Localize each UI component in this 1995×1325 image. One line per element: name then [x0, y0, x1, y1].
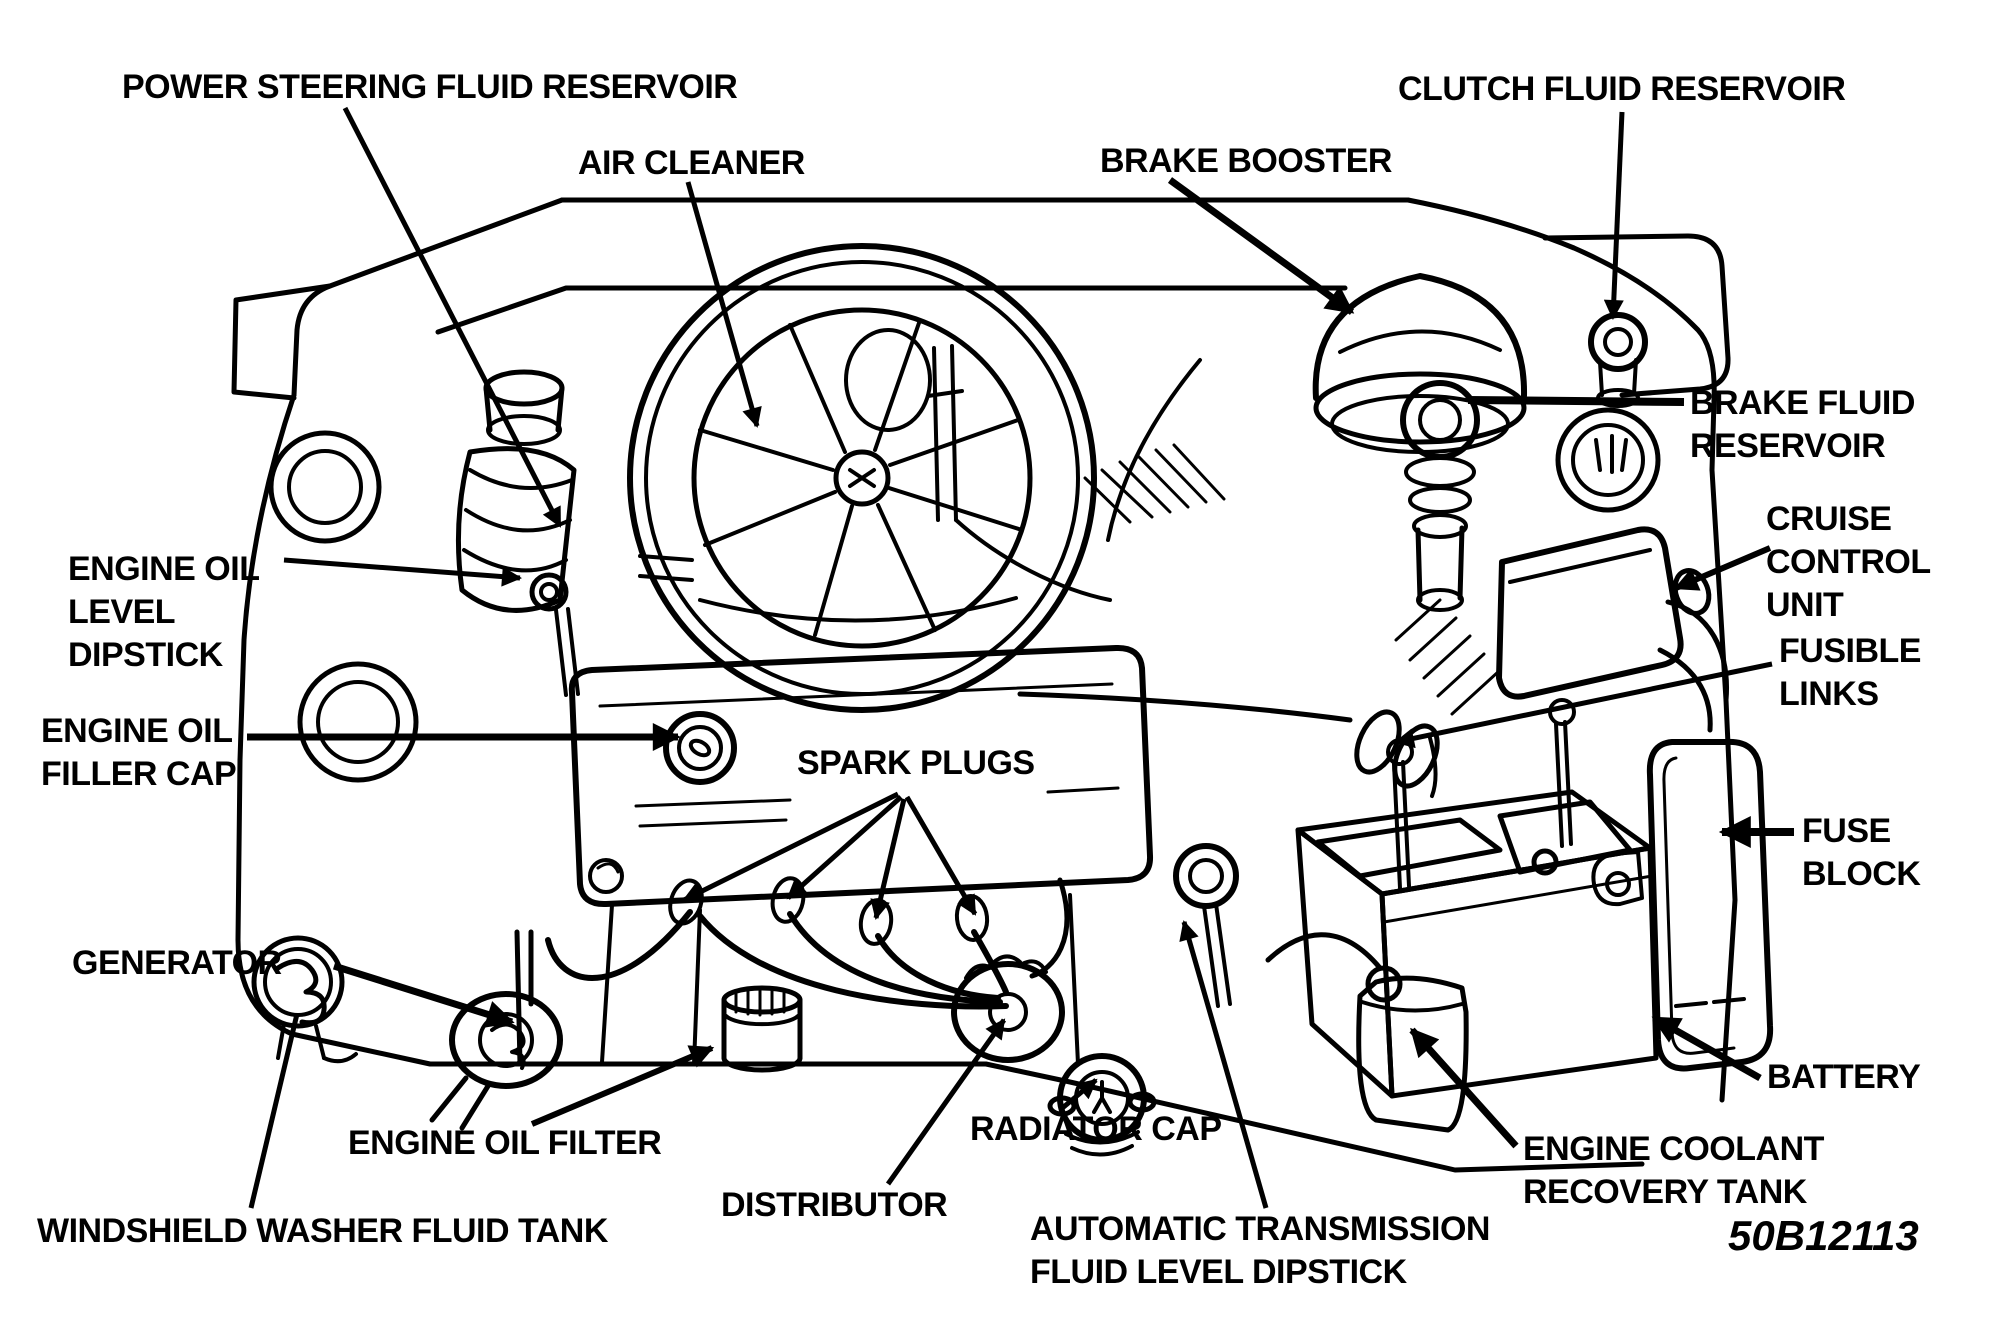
generator-label: GENERATOR — [72, 944, 282, 982]
engine-coolant-recovery-tank-label: ENGINE COOLANT RECOVERY TANK — [1523, 1130, 1824, 1211]
automatic-transmission-fluid-level-dipstick-label: AUTOMATIC TRANSMISSION FLUID LEVEL DIPST… — [1030, 1210, 1490, 1291]
atf-dipstick-leader — [1179, 920, 1269, 1209]
cruise-control-unit-label: CRUISE CONTROL UNIT — [1766, 500, 1931, 624]
generator-leader — [332, 962, 515, 1028]
oil-filter-drawing — [721, 985, 803, 1073]
coolant-tank-drawing — [1265, 932, 1469, 1133]
distributor-drawing — [951, 954, 1065, 1063]
hatch-shading — [1083, 443, 1500, 716]
spark-plug-leader-1 — [682, 791, 900, 903]
figure-code: 50B12113 — [1728, 1212, 1919, 1259]
distributor-leader — [885, 1018, 1007, 1186]
brake-fluid-reservoir-label: BRAKE FLUID RESERVOIR — [1690, 384, 1915, 465]
radiator-cap-drawing — [1047, 1053, 1157, 1157]
brake-booster-leader — [1167, 177, 1355, 315]
radiator-cap-label: RADIATOR CAP — [970, 1110, 1222, 1148]
air-cleaner-leader — [685, 181, 762, 428]
oil-filter-leader — [530, 1045, 715, 1127]
fuse-block-label: FUSE BLOCK — [1802, 812, 1921, 893]
fusible-links-label: FUSIBLE LINKS — [1779, 632, 1921, 713]
spark-plug-leader-4 — [904, 795, 978, 916]
cowl-outline — [231, 197, 1738, 1173]
battery-label: BATTERY — [1767, 1058, 1921, 1096]
oil-dipstick-leader — [283, 557, 522, 587]
windshield-washer-fluid-tank-label: WINDSHIELD WASHER FLUID TANK — [37, 1212, 608, 1250]
cruise-control-leader — [1673, 545, 1772, 591]
radiator-cap-leader — [1058, 1078, 1098, 1112]
engine-coolant-leader — [1409, 1027, 1519, 1149]
brake-booster-label: BRAKE BOOSTER — [1100, 142, 1392, 180]
engine-oil-filler-cap-label: ENGINE OIL FILLER CAP — [41, 712, 237, 793]
power-steering-fluid-reservoir-label: POWER STEERING FLUID RESERVOIR — [122, 68, 738, 106]
engine-oil-filter-label: ENGINE OIL FILTER — [348, 1124, 662, 1162]
carburetor-details — [844, 328, 1112, 602]
oil-dipstick-handle — [529, 572, 580, 697]
fusible-links-drawing — [1017, 691, 1440, 798]
clutch-fluid-reservoir-label: CLUTCH FLUID RESERVOIR — [1398, 70, 1846, 108]
washer-tank-cap — [251, 935, 358, 1064]
engine-oil-level-dipstick-label: ENGINE OIL LEVEL DIPSTICK — [68, 550, 260, 674]
brake-fluid-leader — [1467, 396, 1685, 406]
spark-plug-leader-3 — [870, 798, 907, 920]
fusible-links-leader — [1394, 661, 1773, 749]
air-cleaner-label: AIR CLEANER — [578, 144, 805, 182]
power-steering-leader — [342, 106, 563, 528]
spark-plug-leader-2 — [786, 795, 903, 900]
power-steering-pump — [455, 369, 577, 613]
atf-dipstick-drawing — [1173, 843, 1239, 1008]
brake-booster-drawing — [1312, 273, 1528, 612]
spark-plugs-label: SPARK PLUGS — [797, 744, 1035, 782]
windshield-washer-leader — [248, 1013, 300, 1209]
valve-cover — [568, 644, 1154, 908]
cruise-control-drawing — [1106, 358, 1729, 733]
distributor-label: DISTRIBUTOR — [721, 1186, 948, 1224]
front-cover-circles — [268, 430, 419, 783]
fuse-block-drawing — [1591, 738, 1774, 1072]
battery-leader — [1651, 1014, 1762, 1082]
clutch-reservoir-leader — [1603, 111, 1625, 320]
engine-block-lines — [600, 893, 1080, 1066]
